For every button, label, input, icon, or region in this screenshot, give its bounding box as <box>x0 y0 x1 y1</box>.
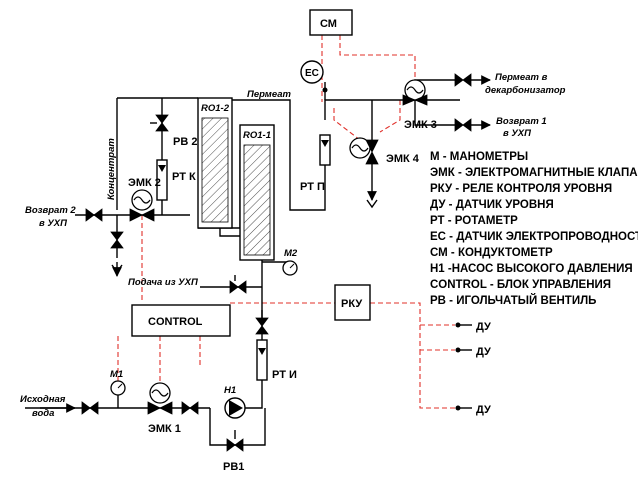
du3-label: ДУ <box>476 404 491 416</box>
flow-arrows <box>40 75 491 413</box>
flow-labels: Пермеат в декарбонизатор Возврат 1 в УХП… <box>20 72 566 419</box>
legend-item: ЭМК - ЭЛЕКТРОМАГНИТНЫЕ КЛАПАНЫ <box>430 167 638 179</box>
level-sensors: ДУ ДУ ДУ <box>455 321 491 416</box>
source2-label: вода <box>32 408 54 419</box>
permeate-label: Пермеат <box>247 89 292 100</box>
du2-label: ДУ <box>476 346 491 358</box>
ec-sensor: ЕС <box>300 60 328 100</box>
rtp-label: РТ П <box>300 181 325 193</box>
legend-item: Н1 -НАСОС ВЫСОКОГО ДАВЛЕНИЯ <box>430 263 633 275</box>
h1-label: Н1 <box>224 385 236 396</box>
gauge-m1: М1 <box>110 369 126 408</box>
legend-item: ЕС - ДАТЧИК ЭЛЕКТРОПРОВОДНОСТИ <box>430 231 638 243</box>
source1-label: Исходная <box>20 394 66 405</box>
legend-item: РВ - ИГОЛЬЧАТЫЙ ВЕНТИЛЬ <box>430 294 596 307</box>
m2-label: М2 <box>284 248 298 259</box>
ro12-module: RO1-2 <box>197 97 233 229</box>
return1-to-label: в УХП <box>503 128 531 139</box>
manual-valves <box>81 73 472 452</box>
rtk-label: РТ К <box>172 171 196 183</box>
ec-label: ЕС <box>305 68 319 79</box>
decarbonizer-label: декарбонизатор <box>485 85 566 96</box>
drains <box>111 199 378 274</box>
ro11-label: RO1-1 <box>243 130 271 141</box>
cm-conductometer: СМ <box>309 9 353 36</box>
permeate-to-label: Пермеат в <box>495 72 548 83</box>
concentrate-label: Концентрат <box>106 138 117 200</box>
gauge-m2: М2 <box>282 248 298 276</box>
pump-h1: Н1 РВ1 <box>223 385 246 473</box>
emk3-label: ЭМК 3 <box>404 119 437 131</box>
rti-label: РТ И <box>272 369 297 381</box>
du1-label: ДУ <box>476 321 491 333</box>
emk2-valve: ЭМК 2 <box>128 177 161 222</box>
rotameter-rtp: РТ П <box>300 134 331 193</box>
emk2-label: ЭМК 2 <box>128 177 161 189</box>
pv2-label: РВ 2 <box>173 136 197 148</box>
ro12-label: RO1-2 <box>201 103 230 114</box>
control-unit: CONTROL <box>131 304 231 337</box>
legend: М - МАНОМЕТРЫ ЭМК - ЭЛЕКТРОМАГНИТНЫЕ КЛА… <box>430 151 638 307</box>
return1-label: Возврат 1 <box>496 116 547 127</box>
emk1-label: ЭМК 1 <box>148 423 181 435</box>
ro11-module: RO1-1 <box>239 124 275 261</box>
m1-label: М1 <box>110 369 123 380</box>
emk4-label: ЭМК 4 <box>386 153 420 165</box>
cm-label: СМ <box>320 18 337 30</box>
pb1-label: РВ1 <box>223 461 244 473</box>
rku-label: РКУ <box>341 298 362 310</box>
legend-item: CONTROL - БЛОК УПРАВЛЕНИЯ <box>430 279 611 291</box>
return2-to-label: в УХП <box>39 218 67 229</box>
legend-item: ДУ - ДАТЧИК УРОВНЯ <box>430 199 554 211</box>
legend-item: РКУ - РЕЛЕ КОНТРОЛЯ УРОВНЯ <box>430 183 612 195</box>
return2-label: Возврат 2 <box>25 205 76 216</box>
needle-stems <box>150 122 263 439</box>
legend-item: СМ - КОНДУКТОМЕТР <box>430 247 553 259</box>
rotameter-rti: РТ И <box>256 339 297 381</box>
emk3-valve: ЭМК 3 <box>402 79 437 131</box>
legend-item: М - МАНОМЕТРЫ <box>430 151 528 163</box>
rku-relay: РКУ <box>334 284 371 321</box>
legend-item: РТ - РОТАМЕТР <box>430 215 518 227</box>
emk4-valve: ЭМК 4 <box>349 137 420 165</box>
feed-from-label: Подача из УХП <box>128 277 198 288</box>
rotameter-rtk: РТ К <box>156 159 196 201</box>
emk1-valve: ЭМК 1 <box>147 382 181 435</box>
control-label: CONTROL <box>148 316 203 328</box>
